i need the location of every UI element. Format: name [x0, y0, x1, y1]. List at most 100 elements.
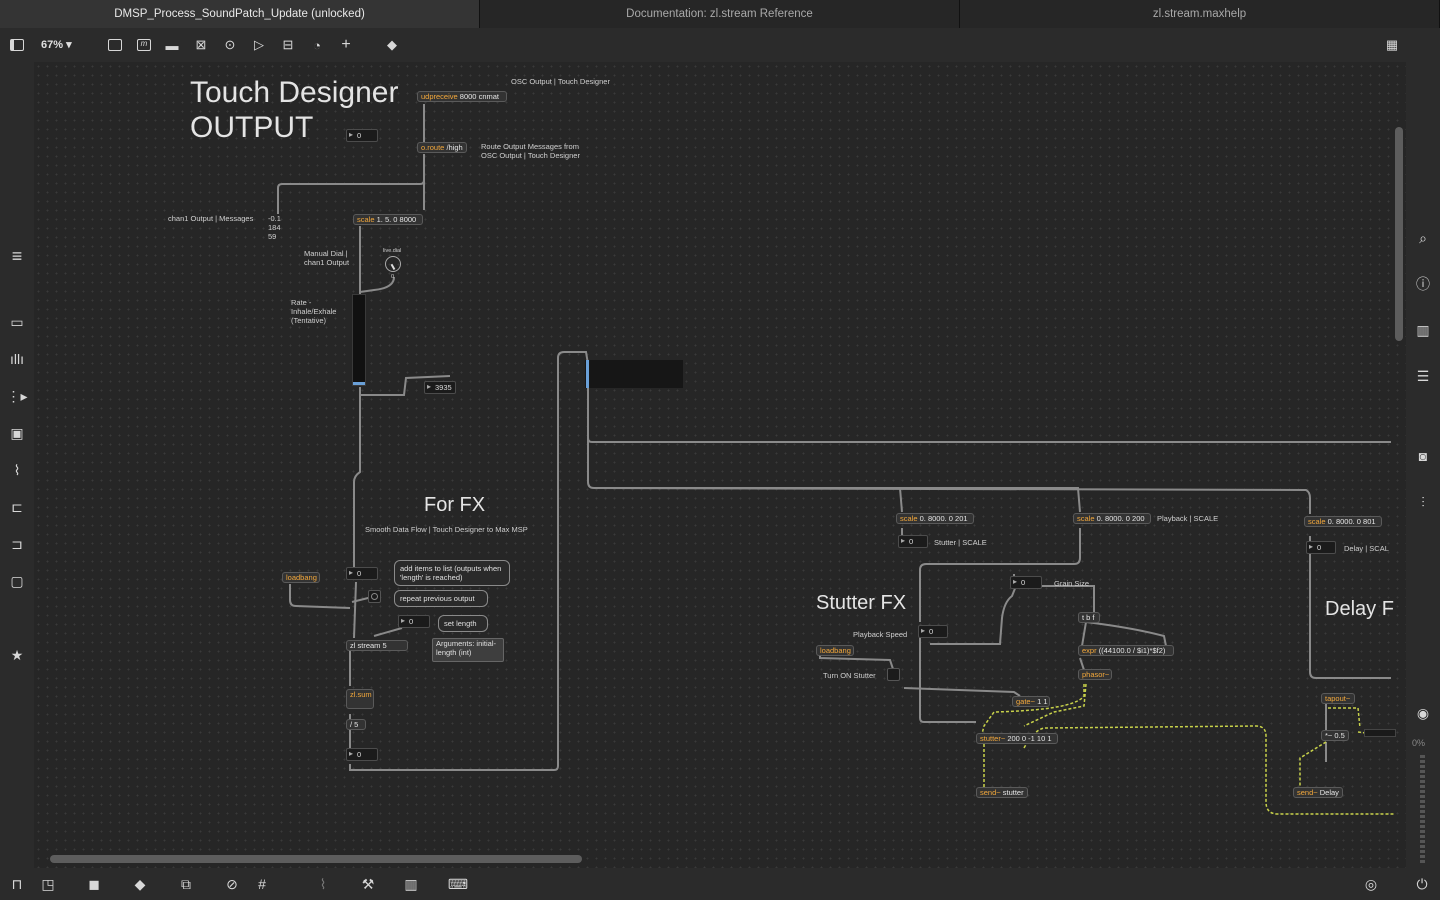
layers-icon[interactable]: ⧉ — [181, 875, 191, 892]
mixer-icon[interactable]: ⫶ — [1421, 493, 1425, 510]
live-dial[interactable] — [385, 256, 401, 272]
audio-level-meter[interactable] — [1416, 755, 1430, 863]
sidebar-toggle-icon[interactable] — [8, 37, 26, 53]
book-icon[interactable]: ▥ — [1416, 321, 1430, 338]
presentation-icon[interactable]: ▭ — [10, 313, 24, 330]
grid-icon[interactable]: # — [258, 876, 266, 892]
window-icon[interactable]: ▢ — [10, 572, 24, 589]
wrench-icon[interactable]: ⚒ — [361, 875, 375, 892]
bubble-repeat-output: repeat previous output — [394, 590, 488, 607]
button-object-icon[interactable]: ⊠ — [195, 37, 207, 52]
power-icon[interactable]: ⏻ — [1416, 875, 1428, 892]
slider-object-icon[interactable]: ⊟ — [282, 37, 294, 52]
arguments-message[interactable]: Arguments: initial-length (int) — [432, 638, 504, 662]
horizontal-scrollbar[interactable] — [50, 855, 582, 863]
grid-keyboard-icon[interactable]: ▦ — [1385, 37, 1399, 52]
o-route-object[interactable]: o.route /high — [417, 142, 467, 153]
new-object-icon[interactable] — [106, 37, 124, 53]
meter-segment — [1420, 760, 1425, 763]
keyboard-icon[interactable]: ⌨ — [447, 875, 469, 892]
zl-stream-object[interactable]: zl stream 5 — [346, 640, 408, 651]
scale-stutter-object[interactable]: scale 0. 8000. 0 201 — [896, 513, 974, 524]
comment-playback-scale: Playback | SCALE — [1157, 514, 1219, 523]
gate-object[interactable]: gate~ 1 1 — [1012, 696, 1050, 707]
meter-segment — [1420, 800, 1425, 803]
list-icon[interactable]: ☰ — [1416, 367, 1430, 384]
bang-button[interactable] — [368, 590, 381, 603]
trigger-object[interactable]: t b f — [1078, 612, 1100, 623]
loadbang-object[interactable]: loadbang — [282, 572, 320, 583]
divide-object[interactable]: / 5 — [346, 719, 366, 730]
number-object-icon[interactable]: ▷ — [254, 37, 264, 52]
number-box-rate[interactable]: 3935 — [424, 381, 456, 394]
presentation-mode-icon[interactable]: ◼ — [88, 875, 100, 892]
udpreceive-object[interactable]: udpreceive 8000 cnmat — [417, 91, 507, 102]
tab-zl-stream-help[interactable]: zl.stream.maxhelp — [960, 0, 1440, 28]
loadbang-stutter-object[interactable]: loadbang — [816, 645, 854, 656]
number-box-delay[interactable]: 0 — [1306, 541, 1336, 554]
display-panel[interactable] — [585, 360, 683, 388]
tab-patcher[interactable]: DMSP_Process_SoundPatch_Update (unlocked… — [0, 0, 480, 28]
info-icon[interactable]: ⓘ — [1416, 276, 1430, 292]
scale-playback-object[interactable]: scale 0. 8000. 0 200 — [1073, 513, 1151, 524]
bubble-set-length: set length — [438, 615, 488, 632]
io-icon[interactable]: ⊐ — [11, 535, 23, 552]
clip-icon[interactable]: ⌇ — [13, 461, 21, 478]
multiply-signal-object[interactable]: *~ 0.5 — [1321, 730, 1349, 741]
plug-icon[interactable]: ⊏ — [11, 498, 23, 515]
meter-segment — [1420, 820, 1425, 823]
wire-icon[interactable]: ⌇ — [319, 875, 327, 892]
number-box-length[interactable]: 0 — [398, 615, 430, 628]
phasor-object[interactable]: phasor~ — [1078, 669, 1112, 680]
stutter-toggle[interactable] — [887, 668, 900, 681]
comment-osc-output: OSC Output | Touch Designer — [511, 77, 610, 86]
comment-turn-on-stutter: Turn ON Stutter — [823, 671, 876, 680]
scale-object[interactable]: scale 1. 5. 0 8000 — [353, 214, 423, 225]
meter-segment — [1420, 860, 1425, 863]
lock-icon[interactable]: ⊓ — [11, 875, 23, 892]
number-box-grain[interactable]: 0 — [1010, 576, 1042, 589]
number-box[interactable]: 0 — [346, 129, 378, 142]
scale-delay-object[interactable]: scale 0. 8000. 0 801 — [1304, 516, 1382, 527]
zl-sum-object[interactable]: zl.sum — [346, 689, 374, 709]
comment-bubble-icon[interactable]: ◆ — [134, 875, 146, 892]
hide-icon[interactable]: ⊘ — [226, 875, 238, 892]
patcher-canvas[interactable]: Touch Designer OUTPUT 0 udpreceive 8000 … — [34, 62, 1406, 868]
top-toolbar: 67% ▾ m ▬ ⊠ ⊙ ▷ ⊟ ◔ + ◆ ▦ — [0, 28, 1440, 62]
tab-zl-stream-reference[interactable]: Documentation: zl.stream Reference — [480, 0, 960, 28]
comment-stutter-scale: Stutter | SCALE — [934, 538, 987, 547]
audio-icon[interactable]: ıllı — [10, 351, 24, 367]
send-delay-object[interactable]: send~ Delay — [1293, 787, 1343, 798]
number-box-output[interactable]: 0 — [346, 748, 378, 761]
search-icon[interactable]: ⌕ — [1419, 229, 1427, 246]
tapout-object[interactable]: tapout~ — [1321, 693, 1355, 704]
section-title-for-fx: For FX — [424, 494, 486, 516]
transport-icon[interactable]: ◎ — [1364, 875, 1378, 892]
piano-icon[interactable]: ▥ — [404, 875, 418, 892]
edit-icon[interactable]: ◳ — [41, 875, 55, 892]
paint-bucket-icon[interactable]: ◆ — [387, 37, 397, 52]
record-icon[interactable]: ◉ — [1416, 704, 1430, 721]
image-icon[interactable]: ▣ — [10, 424, 24, 441]
favorite-star-icon[interactable]: ★ — [10, 646, 24, 663]
new-message-icon[interactable]: m — [135, 37, 153, 53]
signal-meter-small[interactable] — [1364, 729, 1396, 737]
number-box-stutter[interactable]: 0 — [898, 535, 928, 548]
dial-object-icon[interactable]: ◔ — [313, 37, 321, 53]
number-box-zl-input[interactable]: 0 — [346, 567, 378, 580]
section-title-delay-fx: Delay F — [1325, 598, 1394, 620]
menu-icon[interactable]: ≡ — [11, 245, 23, 266]
expr-object[interactable]: expr ((44100.0 / $i1)*$f2) — [1078, 645, 1174, 656]
send-stutter-object[interactable]: send~ stutter — [976, 787, 1028, 798]
number-box-playback[interactable]: 0 — [918, 625, 948, 638]
stutter-object[interactable]: stutter~ 200 0 -1 10 1 — [976, 733, 1058, 744]
dsp-status-icon[interactable]: ⋮▸ — [6, 387, 28, 404]
section-title-touch-designer: Touch Designer — [190, 76, 399, 109]
add-object-icon[interactable]: + — [341, 36, 351, 53]
zoom-menu[interactable]: 67% ▾ — [41, 39, 72, 51]
toggle-object-icon[interactable]: ⊙ — [224, 37, 236, 52]
comment-icon[interactable]: ▬ — [165, 37, 179, 53]
vertical-scrollbar[interactable] — [1395, 127, 1403, 341]
snapshot-icon[interactable]: ◙ — [1418, 448, 1428, 464]
rate-slider[interactable] — [352, 294, 366, 386]
